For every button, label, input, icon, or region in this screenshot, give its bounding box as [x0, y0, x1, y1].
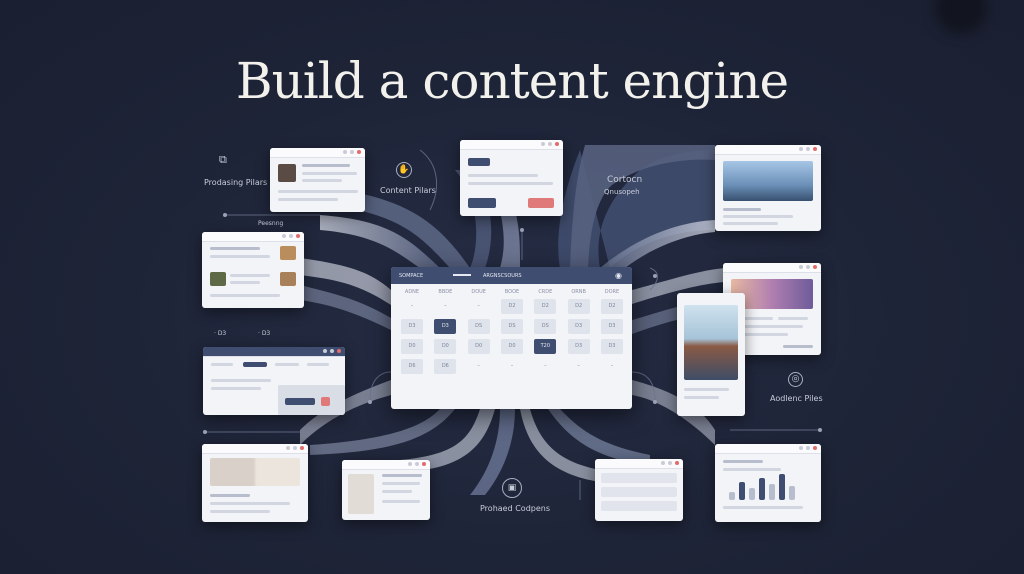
- calendar-cell[interactable]: D0: [500, 339, 523, 354]
- calendar-cell[interactable]: –: [477, 363, 480, 369]
- list-card-left[interactable]: [202, 232, 304, 308]
- card-titlebar: [342, 460, 430, 470]
- calendar-header: SOMPACE ARGNSCSOURS ◉: [391, 267, 632, 284]
- alert-button[interactable]: [321, 397, 330, 406]
- people-image: [210, 458, 300, 486]
- toolbar-card[interactable]: [203, 347, 345, 415]
- calendar-cell[interactable]: D0: [434, 339, 457, 354]
- calendar-cell[interactable]: D3: [401, 319, 423, 334]
- calendar-cell[interactable]: D3: [600, 339, 623, 354]
- calendar-cell[interactable]: DS: [467, 319, 490, 334]
- list-row: [601, 487, 677, 497]
- calendar-cell[interactable]: –: [510, 363, 514, 369]
- calendar-cell[interactable]: –: [477, 303, 480, 309]
- calendar-menu-icon[interactable]: ◉: [615, 271, 622, 280]
- card-titlebar: [460, 140, 563, 150]
- calendar-cell[interactable]: D0: [467, 339, 490, 354]
- card-titlebar: [202, 444, 308, 454]
- cancel-button[interactable]: [528, 198, 554, 208]
- thumbnail: [210, 272, 226, 286]
- calendar-cell-selected[interactable]: T20: [534, 339, 557, 354]
- calendar-week: D3 D3 DS DS DS D3 D3: [399, 319, 625, 334]
- image-card-top-right[interactable]: [715, 145, 821, 231]
- form-card[interactable]: [460, 140, 563, 216]
- calendar-week: D6 D6 – – – – –: [399, 359, 625, 374]
- audience-icon: ◎: [788, 372, 803, 387]
- pillars-label: Prodasing Pilars: [204, 178, 268, 187]
- landscape-image: [723, 161, 813, 201]
- avatar: [348, 474, 374, 514]
- side-label-a: · D3: [214, 330, 227, 337]
- profile-card-bottom[interactable]: [342, 460, 430, 520]
- tag-chip: [468, 158, 490, 166]
- card-titlebar: [723, 263, 821, 273]
- card-titlebar: [270, 148, 365, 158]
- people-card[interactable]: [202, 444, 308, 522]
- calendar-cell[interactable]: D3: [600, 319, 623, 334]
- calendar-cell-selected[interactable]: D3: [434, 319, 457, 334]
- weekday-label: DOUE: [471, 289, 486, 295]
- calendar-cell[interactable]: DS: [500, 319, 523, 334]
- side-label-b: · D3: [258, 330, 271, 337]
- calendar-cell[interactable]: D2: [567, 299, 590, 314]
- content-pillars-label: Content Pilars: [380, 186, 436, 195]
- weekday-label: ORNB: [571, 289, 586, 295]
- submit-button[interactable]: [285, 398, 315, 405]
- thumbnail: [280, 246, 296, 260]
- card-titlebar: [715, 145, 821, 155]
- calendar-cell[interactable]: D2: [534, 299, 557, 314]
- page-title: Build a content engine: [235, 52, 789, 110]
- calendar-week: – – – D2 D2 D2 D2: [399, 299, 625, 314]
- calendar-cell[interactable]: D3: [567, 319, 590, 334]
- header-divider: [453, 274, 471, 276]
- calendar-cell[interactable]: D3: [567, 339, 590, 354]
- portrait-card[interactable]: [677, 293, 745, 416]
- calendar-cell[interactable]: D2: [600, 299, 623, 314]
- calendar-cell[interactable]: –: [544, 363, 547, 369]
- content-pillars-icon: ✋: [396, 162, 412, 178]
- pillars-icon: ⧉: [219, 153, 227, 166]
- calendar-cell[interactable]: D6: [401, 359, 423, 374]
- avatar: [278, 164, 296, 182]
- thumbnail: [280, 272, 296, 286]
- content-calendar[interactable]: SOMPACE ARGNSCSOURS ◉ ADNE BBDE DOUE BOOE CR…: [391, 267, 632, 409]
- profile-card-top[interactable]: [270, 148, 365, 212]
- calendar-week: D0 D0 D0 D0 T20 D3 D3: [399, 339, 625, 354]
- weekday-label: BOOE: [504, 289, 520, 295]
- card-titlebar: [203, 347, 345, 357]
- prompts-label: Peesnng: [258, 220, 284, 227]
- calendar-header-left: SOMPACE: [399, 273, 424, 279]
- calendar-cell[interactable]: –: [610, 363, 614, 369]
- calendar-header-mid: ARGNSCSOURS: [483, 273, 522, 279]
- active-tab[interactable]: [243, 362, 267, 367]
- audience-label: Aodlenc Piles: [770, 394, 823, 403]
- calendar-cell[interactable]: –: [577, 363, 580, 369]
- list-row: [601, 501, 677, 511]
- calendar-right-label: Cortocn: [607, 175, 643, 185]
- calendar-cell[interactable]: –: [410, 303, 414, 309]
- weekday-label: DORE: [604, 289, 620, 295]
- card-titlebar: [715, 444, 821, 454]
- card-titlebar: [595, 459, 683, 469]
- confirm-button[interactable]: [468, 198, 496, 208]
- weekday-label: ADNE: [404, 289, 420, 295]
- weekday-row: ADNE BBDE DOUE BOOE CRDE ORNB DORE: [399, 289, 625, 295]
- card-titlebar: [202, 232, 304, 242]
- portrait-image: [684, 305, 738, 380]
- calendar-cell[interactable]: D0: [401, 339, 423, 354]
- calendar-cell[interactable]: DS: [534, 319, 557, 334]
- produced-icon: ▣: [502, 478, 522, 498]
- checklist-card[interactable]: [595, 459, 683, 521]
- list-row: [601, 473, 677, 483]
- campaign-label: Qnusopeh: [604, 188, 640, 196]
- produced-label: Prohaed Codpens: [480, 504, 551, 513]
- calendar-grid: ADNE BBDE DOUE BOOE CRDE ORNB DORE – – – D2 D2 D2 D2…: [399, 289, 625, 379]
- calendar-cell[interactable]: D6: [434, 359, 457, 374]
- weekday-label: BBDE: [438, 289, 453, 295]
- weekday-label: CRDE: [538, 289, 553, 295]
- analytics-card[interactable]: [715, 444, 821, 522]
- calendar-cell[interactable]: –: [444, 303, 447, 309]
- calendar-cell[interactable]: D2: [500, 299, 523, 314]
